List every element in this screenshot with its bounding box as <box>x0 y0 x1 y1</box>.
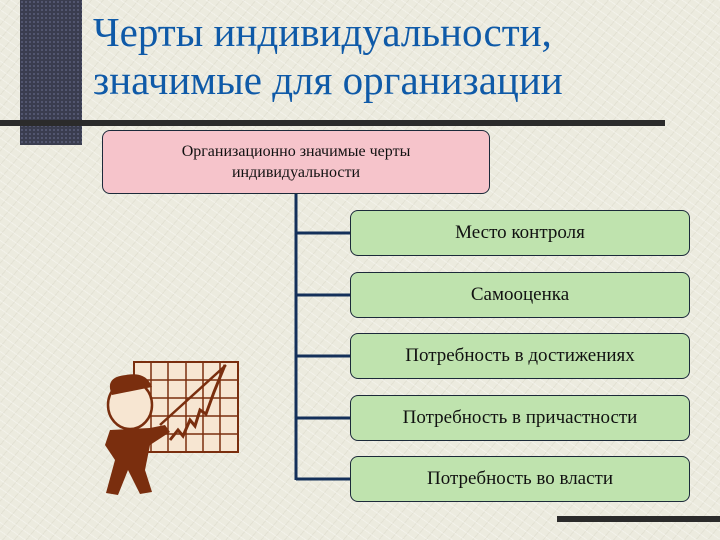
pointer-stick <box>159 364 227 426</box>
child-node-label: Потребность во власти <box>426 468 614 489</box>
child-node-label: Место контроля <box>455 222 585 243</box>
child-node: Потребность в достижениях <box>350 333 690 379</box>
child-node: Потребность в причастности <box>350 395 690 441</box>
slide-title: Черты индивидуальности, значимые для орг… <box>93 8 563 104</box>
child-node-label: Самооценка <box>470 284 570 305</box>
title-line-1: Черты индивидуальности, <box>93 9 552 55</box>
child-node: Самооценка <box>350 272 690 318</box>
child-node-label: Потребность в причастности <box>402 407 638 428</box>
child-node-label: Потребность в достижениях <box>405 345 635 366</box>
child-node: Потребность во власти <box>350 456 690 502</box>
divider-bar-bottom <box>557 516 720 522</box>
root-node-label: Организационно значимые черты индивидуал… <box>181 143 411 181</box>
child-node: Место контроля <box>350 210 690 256</box>
presenter-chart-clipart <box>105 361 239 495</box>
title-line-2: значимые для организации <box>93 57 563 103</box>
presenter-body <box>105 425 170 495</box>
divider-bar <box>0 120 665 126</box>
root-node: Организационно значимые черты индивидуал… <box>102 130 490 194</box>
